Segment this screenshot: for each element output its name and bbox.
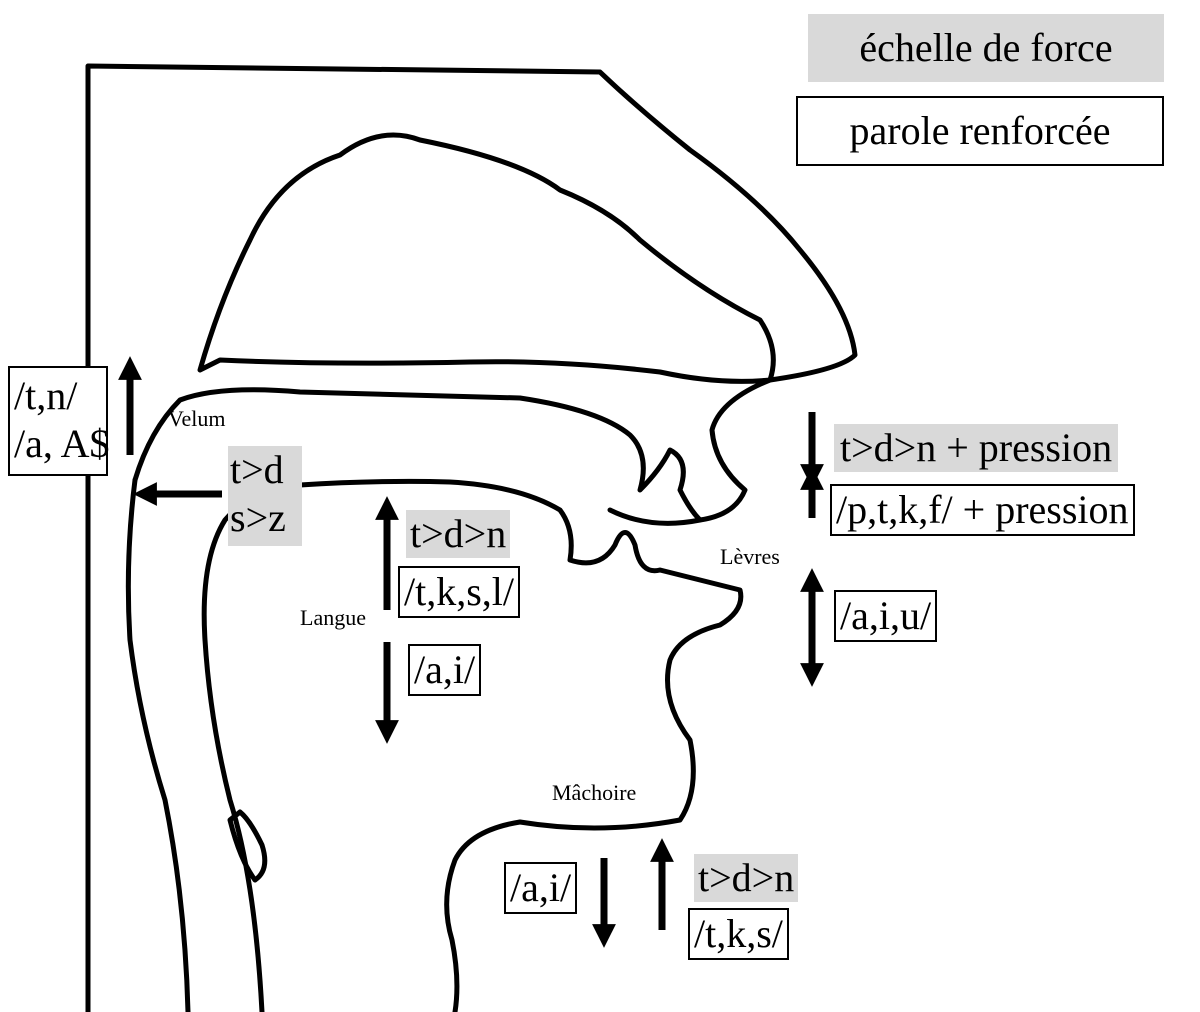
velum-scale-line1: t>d bbox=[230, 447, 284, 492]
tongue-scale: t>d>n bbox=[406, 510, 511, 558]
velum-box-line1: /t,n/ bbox=[14, 373, 78, 418]
jaw-scale: t>d>n bbox=[694, 854, 799, 902]
velum-scale-line2: s>z bbox=[230, 495, 286, 540]
tongue-outline bbox=[201, 481, 303, 1012]
lips-label: Lèvres bbox=[720, 544, 780, 569]
lips-scale: t>d>n + pression bbox=[834, 424, 1119, 472]
tongue-surface-outline bbox=[297, 478, 744, 831]
jaw-outline bbox=[444, 819, 523, 1012]
velum-label: Velum bbox=[168, 406, 226, 431]
epiglottis-outline bbox=[227, 809, 268, 883]
pharynx-wall-outline bbox=[125, 477, 191, 1012]
velum-box-line2: /a, A$ bbox=[14, 421, 110, 466]
velum-reinforced-box: /t,n/ /a, A$ bbox=[8, 366, 110, 476]
velum-scale: t>d s>z bbox=[228, 446, 302, 546]
tongue-up-box: /t,k,s,l/ bbox=[398, 566, 521, 618]
jaw-label: Mâchoire bbox=[552, 780, 637, 805]
tongue-label: Langue bbox=[300, 605, 366, 630]
jaw-up-box: /t,k,s/ bbox=[688, 908, 789, 960]
head-frame-outline bbox=[85, 63, 858, 1012]
palate-outline bbox=[132, 387, 703, 523]
legend-scale: échelle de force bbox=[808, 14, 1164, 82]
legend-reinforced: parole renforcée bbox=[796, 96, 1164, 166]
lips-vowels-box: /a,i,u/ bbox=[834, 590, 938, 642]
jaw-down-box: /a,i/ bbox=[504, 862, 578, 914]
nasal-cavity-outline bbox=[197, 132, 776, 384]
tongue-down-box: /a,i/ bbox=[408, 644, 482, 696]
lips-pressure-box: /p,t,k,f/ + pression bbox=[830, 484, 1135, 536]
